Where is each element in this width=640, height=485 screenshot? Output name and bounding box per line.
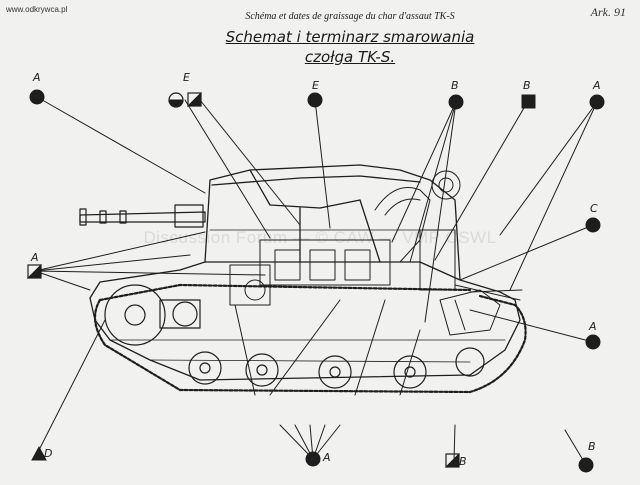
marker-label-a-bottom: A	[323, 451, 331, 464]
site-url: www.odkrywca.pl	[6, 5, 68, 14]
title-polish-line-1: Schemat i terminarz smarowania	[225, 28, 475, 46]
marker-dot-a-top-right	[589, 94, 605, 110]
marker-label-a-top-left: A	[33, 71, 41, 84]
marker-triangle-d	[31, 445, 47, 461]
marker-dot-e	[307, 92, 323, 108]
marker-label-b-bottom-2: B	[588, 440, 596, 453]
marker-dot-a-bottom	[305, 451, 321, 467]
title-french: Schéma et dates de graissage du char d'a…	[245, 11, 455, 22]
watermark: Discussion Forum — © CAW — VMP CSWL	[143, 228, 497, 247]
marker-label-e-symbol: E	[183, 71, 190, 84]
marker-label-e: E	[312, 79, 319, 92]
title-polish-line-2: czołga TK-S.	[304, 48, 396, 66]
marker-label-b-2: B	[523, 79, 531, 92]
marker-dot-a-top-left	[29, 89, 45, 105]
road-wheels	[188, 347, 485, 389]
marker-label-a-right: A	[589, 320, 597, 333]
marker-dot-b-bottom	[578, 457, 594, 473]
marker-symbol-e	[168, 91, 202, 108]
tank-hull	[89, 164, 521, 381]
marker-dot-b-1	[448, 94, 464, 110]
marker-label-c: C	[590, 202, 598, 215]
marker-label-b-bottom-1: B	[459, 455, 467, 468]
marker-label-d: D	[44, 447, 53, 460]
marker-symbol-a-left	[26, 263, 42, 279]
marker-dot-c	[585, 217, 601, 233]
main-gun	[79, 204, 206, 228]
marker-symbol-b-bottom	[444, 452, 460, 468]
marker-square-b-2	[521, 94, 536, 109]
marker-dot-a-right	[585, 334, 601, 350]
marker-label-a-top-right: A	[593, 79, 601, 92]
drive-sprocket	[104, 284, 201, 346]
marker-label-b-1: B	[451, 79, 459, 92]
sheet-number: Ark. 91	[590, 5, 626, 19]
track	[93, 283, 527, 394]
right-side-boxes	[439, 289, 501, 336]
marker-label-a-left: A	[31, 251, 39, 264]
leader-lines	[34, 96, 598, 466]
